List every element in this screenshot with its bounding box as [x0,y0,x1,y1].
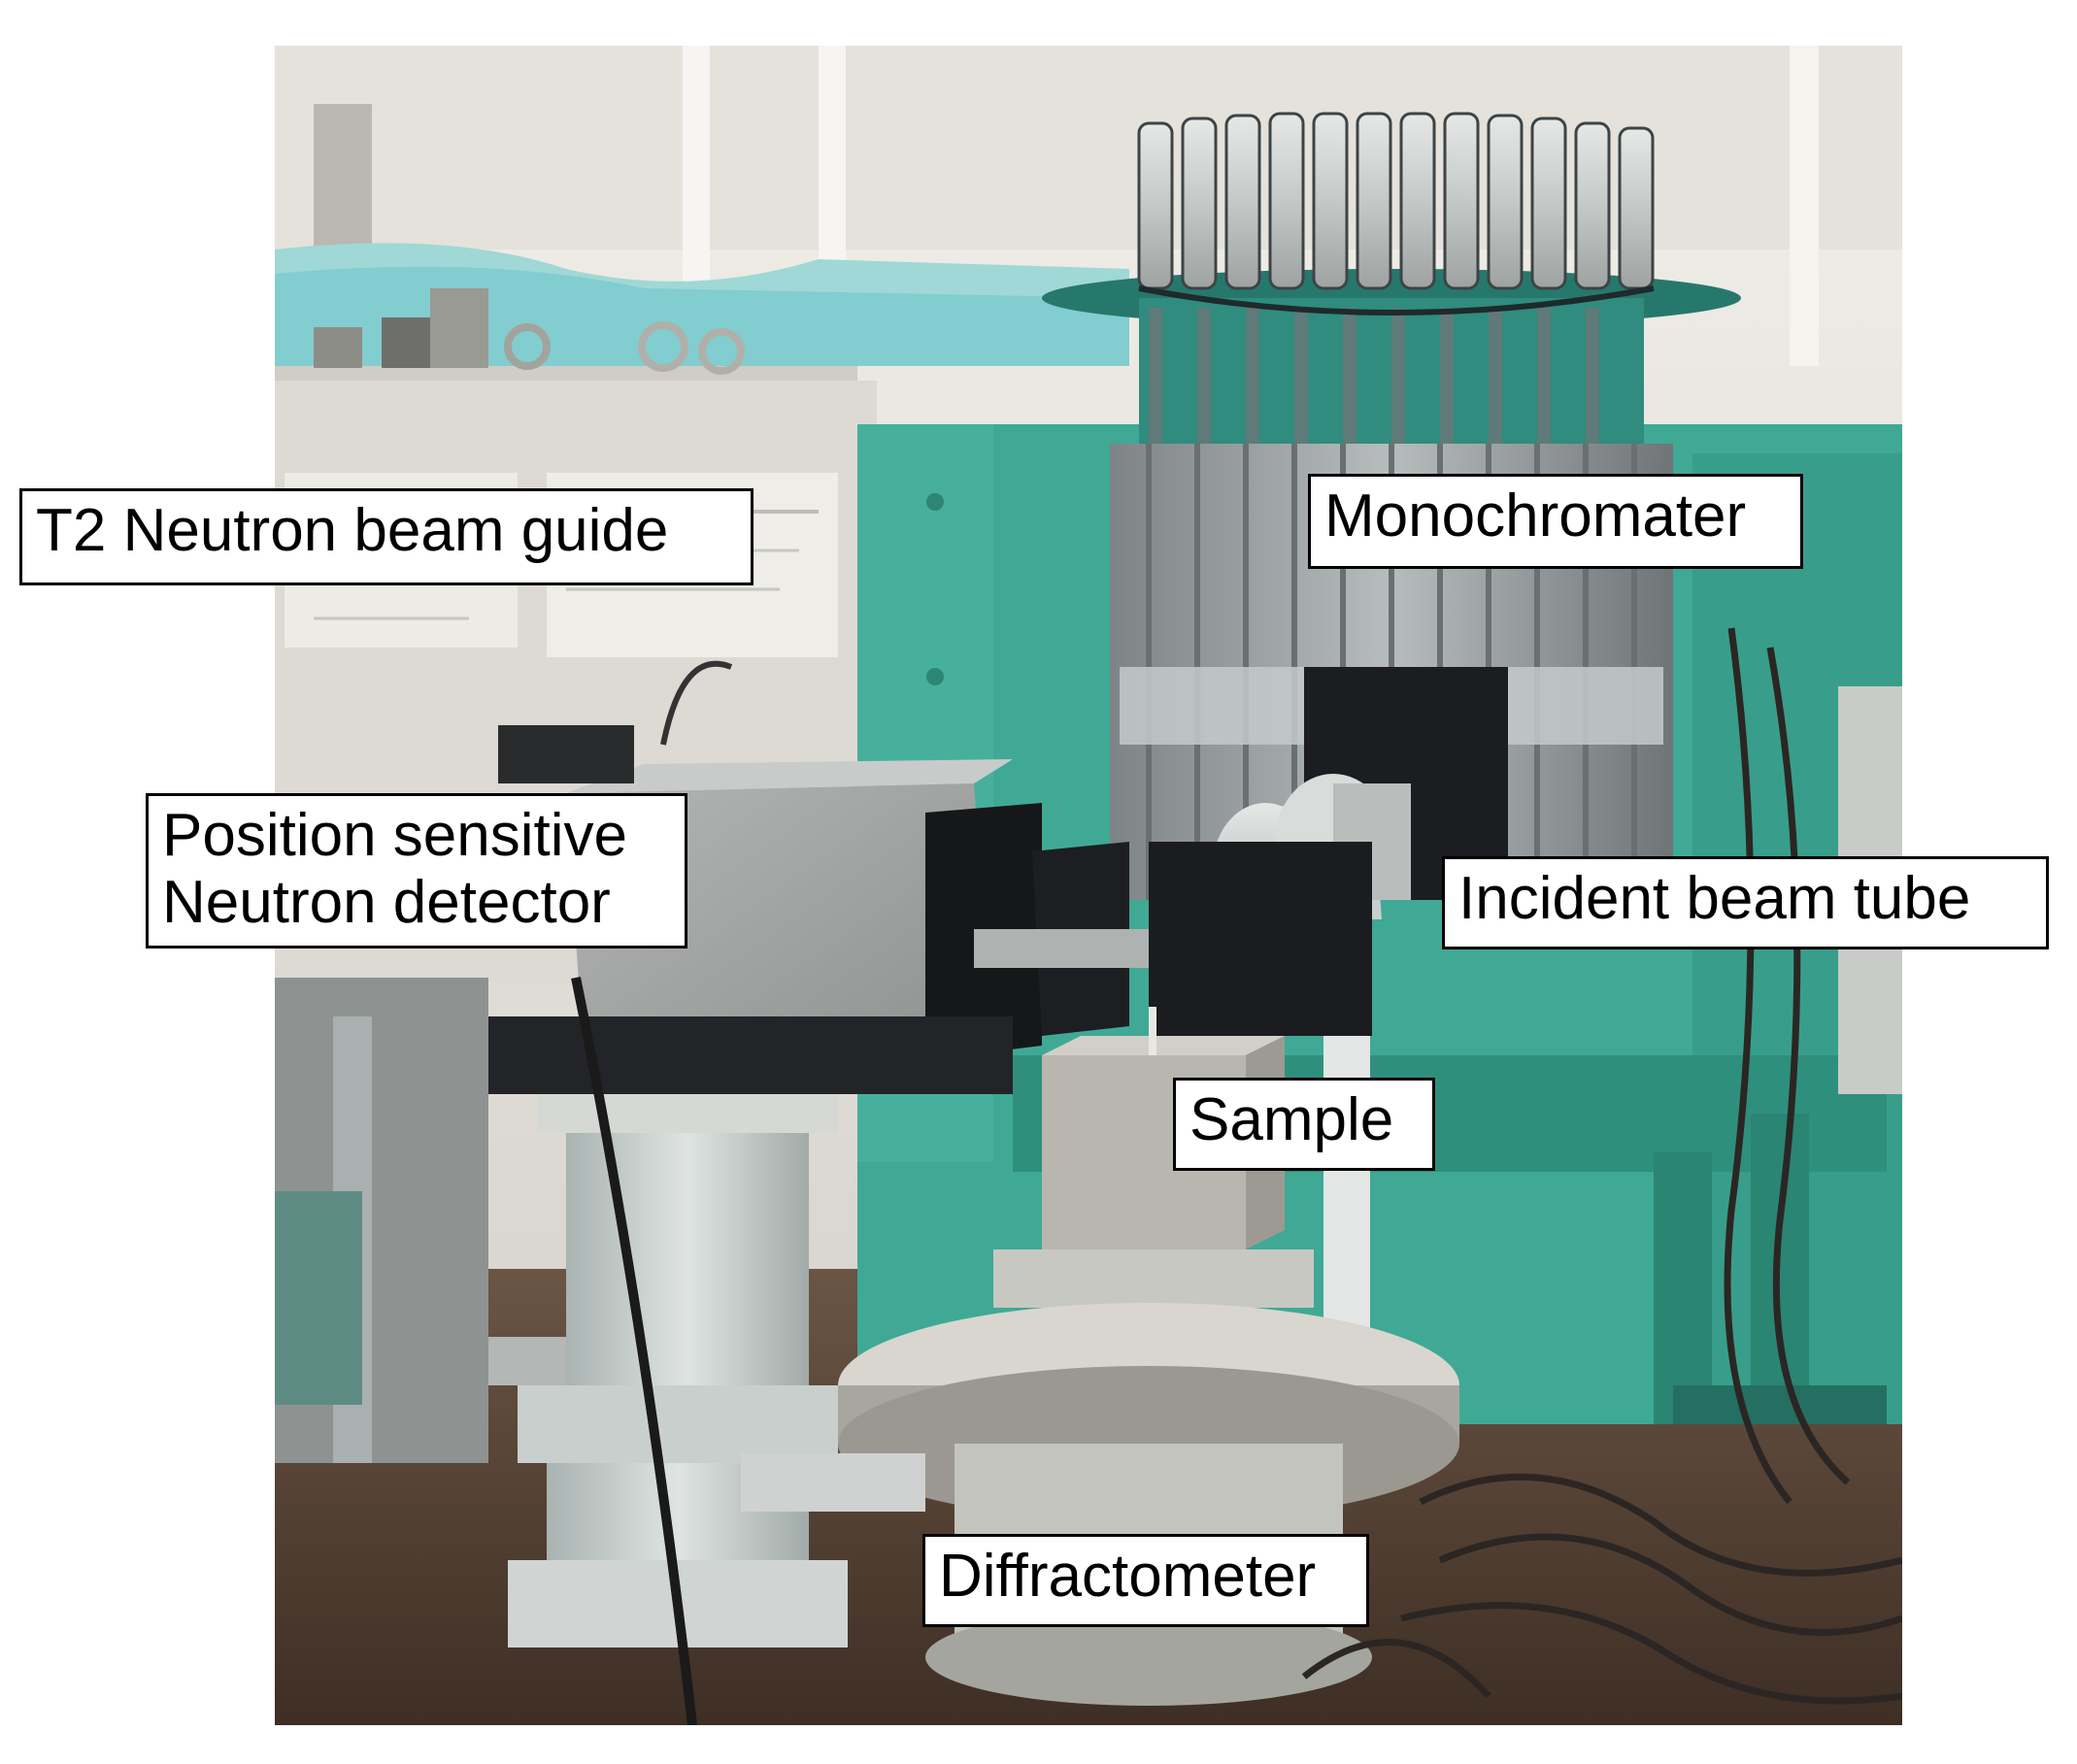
label-incident-beam-tube-text: Incident beam tube [1458,865,1971,932]
label-monochromater-text: Monochromater [1324,483,1747,549]
label-detector-line2: Neutron detector [162,869,611,937]
label-sample-text: Sample [1189,1086,1394,1153]
label-sample: Sample [1173,1078,1435,1171]
label-beam-guide-text: T2 Neutron beam guide [36,497,669,564]
label-beam-guide: T2 Neutron beam guide [19,488,754,585]
floor-cables [1301,627,1902,1705]
label-detector: Position sensitive Neutron detector [146,793,687,949]
label-monochromater: Monochromater [1308,474,1803,569]
left-equipment [275,978,488,1463]
actuator-ring [1042,112,1741,444]
label-diffractometer-text: Diffractometer [939,1543,1317,1610]
label-detector-line1: Position sensitive [162,802,628,869]
detector-pillar [440,976,925,1725]
label-diffractometer: Diffractometer [922,1534,1369,1627]
label-incident-beam-tube: Incident beam tube [1442,856,2049,949]
diffractometer-stage [838,1249,1459,1706]
